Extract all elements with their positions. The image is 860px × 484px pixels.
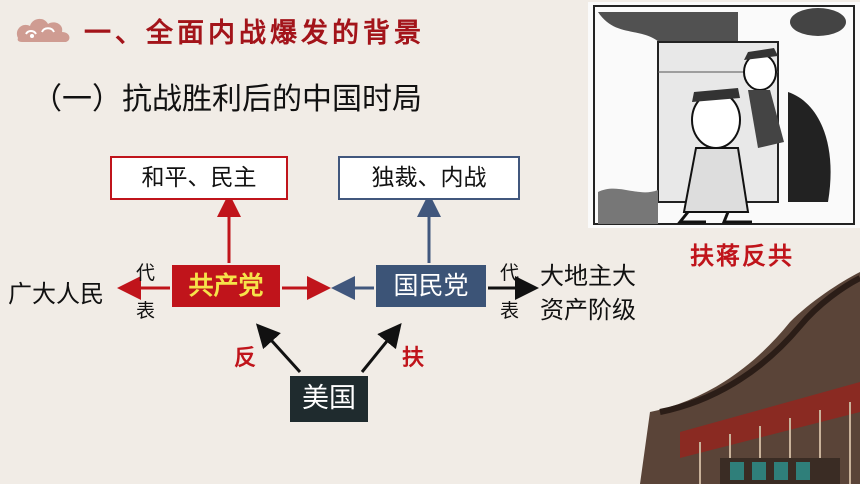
landlord-label-line1: 大地主大 (540, 262, 636, 290)
section-heading: 一、全面内战爆发的背景 (0, 6, 600, 54)
support-label: 扶 (402, 346, 425, 371)
represent-left-top: 代 (136, 262, 156, 284)
usa-box: 美国 (290, 376, 368, 422)
landlord-label-line2: 资产阶级 (540, 296, 636, 324)
arrow-usa-to-kmt (360, 323, 402, 373)
people-label: 广大人民 (8, 280, 104, 308)
kmt-box: 国民党 (376, 265, 486, 307)
cpc-goal-box: 和平、民主 (110, 156, 288, 200)
kmt-goal-box: 独裁、内战 (338, 156, 520, 200)
oppose-label: 反 (234, 346, 257, 371)
heading-title: 一、全面内战爆发的背景 (84, 17, 425, 49)
cpc-box: 共产党 (172, 265, 280, 307)
represent-left-bottom: 表 (136, 300, 156, 322)
palace-roof-decoration (640, 272, 860, 484)
represent-right-bottom: 表 (500, 300, 520, 322)
cloud-ornament-icon (16, 18, 70, 42)
represent-right-top: 代 (500, 262, 520, 284)
cartoon-caption: 扶蒋反共 (690, 242, 794, 270)
political-cartoon-image (588, 2, 860, 228)
arrow-usa-to-cpc (255, 323, 302, 374)
subheading-title: （一）抗战胜利后的中国时局 (32, 82, 422, 117)
